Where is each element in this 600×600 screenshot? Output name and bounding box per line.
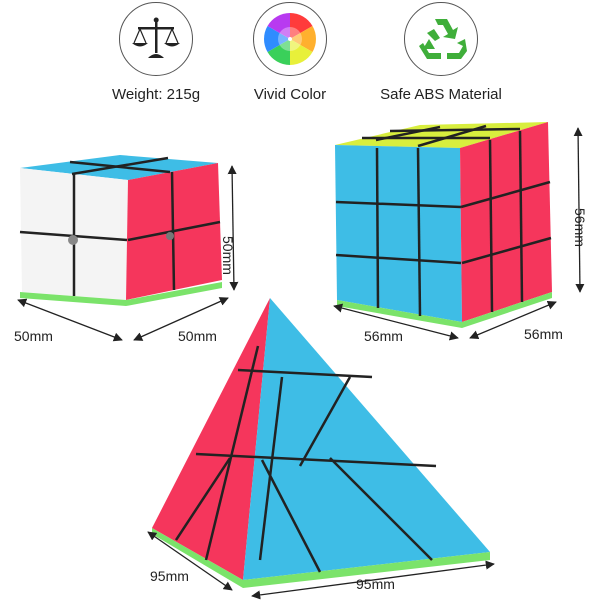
cube-3x3-image xyxy=(335,122,552,328)
scale-icon xyxy=(119,2,193,76)
pyraminx-image xyxy=(152,298,490,588)
cube-2x2-image xyxy=(19,155,222,306)
recycle-icon xyxy=(404,2,478,76)
cube-2x2-depth-label: 50mm xyxy=(178,328,217,344)
feature-color-label: Vivid Color xyxy=(253,86,327,103)
cube-3x3-height-label: 56mm xyxy=(572,208,588,247)
feature-weight-label: Weight: 215g xyxy=(111,86,201,103)
cube-3x3-depth-label: 56mm xyxy=(524,326,563,342)
dimension-arrows xyxy=(17,127,585,600)
cube-2x2-width-label: 50mm xyxy=(14,328,53,344)
color-wheel-icon xyxy=(253,2,327,76)
feature-material: Safe ABS Material xyxy=(366,2,516,103)
cube-2x2-height-label: 50mm xyxy=(220,236,236,275)
feature-weight: Weight: 215g xyxy=(81,2,231,103)
pyraminx-right-label: 95mm xyxy=(356,576,395,592)
pyraminx-left-label: 95mm xyxy=(150,568,189,584)
cube-3x3-width-label: 56mm xyxy=(364,328,403,344)
feature-color: Vivid Color xyxy=(215,2,365,103)
feature-material-label: Safe ABS Material xyxy=(380,86,502,103)
